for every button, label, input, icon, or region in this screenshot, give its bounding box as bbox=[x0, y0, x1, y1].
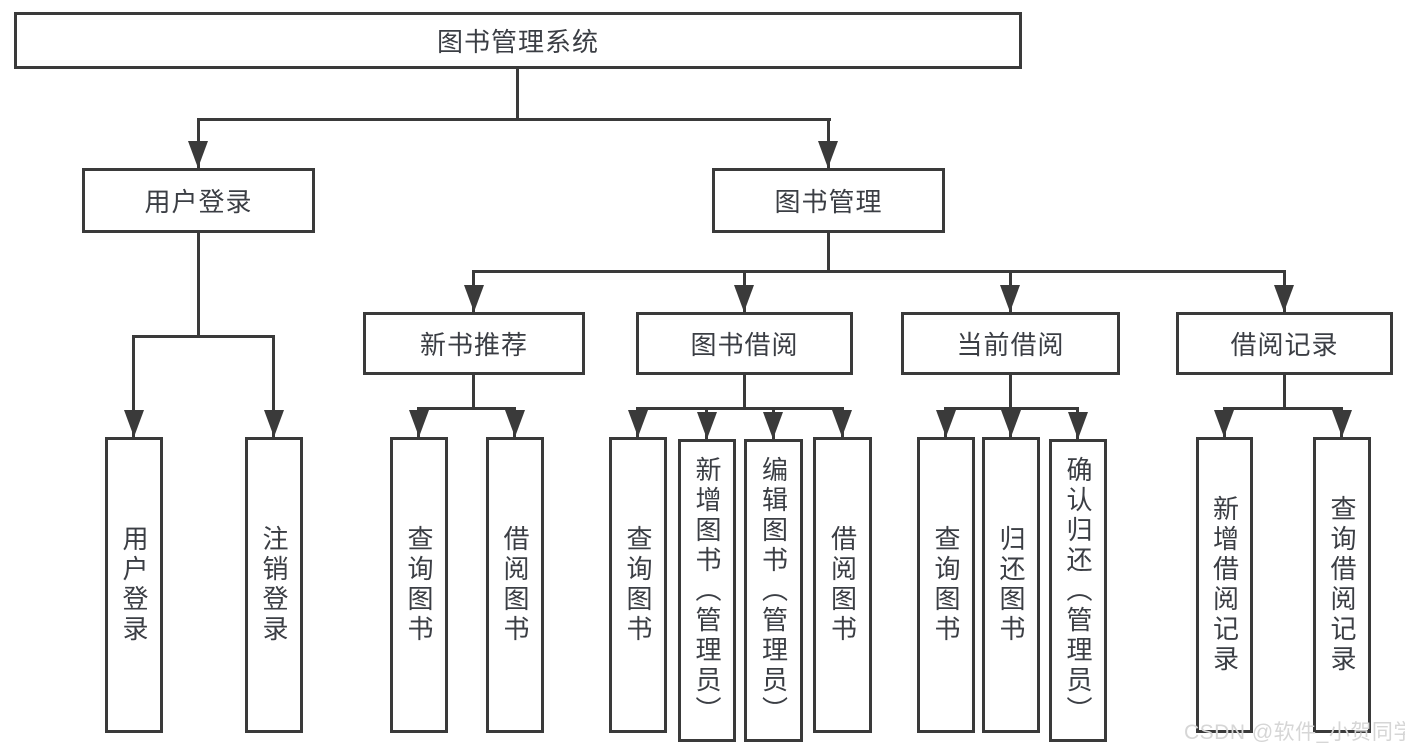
connector-line bbox=[132, 335, 275, 338]
node-root: 图书管理系统 bbox=[14, 12, 1022, 69]
connector-line bbox=[472, 270, 1286, 273]
arrowhead-down bbox=[628, 410, 648, 437]
connector-line bbox=[516, 69, 519, 121]
connector-line bbox=[1223, 407, 1342, 410]
leaf-cb-query-books: 查询图书 bbox=[917, 437, 975, 733]
leaf-nb-query-books: 查询图书 bbox=[390, 437, 448, 733]
arrowhead-down bbox=[1274, 285, 1294, 312]
arrowhead-down bbox=[818, 141, 838, 168]
leaf-br-query-record: 查询借阅记录 bbox=[1313, 437, 1371, 733]
node-user-login: 用户登录 bbox=[82, 168, 315, 233]
connector-line bbox=[417, 407, 516, 410]
connector-line bbox=[1283, 375, 1286, 407]
leaf-user-login: 用户登录 bbox=[105, 437, 163, 733]
connector-line bbox=[743, 375, 746, 407]
arrowhead-down bbox=[936, 410, 956, 437]
arrowhead-down bbox=[1068, 412, 1088, 439]
connector-line bbox=[472, 375, 475, 407]
arrowhead-down bbox=[124, 410, 144, 437]
arrowhead-down bbox=[188, 141, 208, 168]
connector-line bbox=[197, 118, 831, 121]
connector-line bbox=[1009, 375, 1012, 407]
leaf-cb-confirm-return-admin: 确认归还（管理员） bbox=[1049, 439, 1107, 742]
node-borrowing-records: 借阅记录 bbox=[1176, 312, 1393, 375]
arrowhead-down bbox=[697, 412, 717, 439]
arrowhead-down bbox=[505, 410, 525, 437]
connector-line bbox=[272, 335, 275, 437]
leaf-cb-return-books: 归还图书 bbox=[982, 437, 1040, 733]
node-book-management: 图书管理 bbox=[712, 168, 945, 233]
leaf-logout: 注销登录 bbox=[245, 437, 303, 733]
connector-line bbox=[636, 407, 844, 410]
arrowhead-down bbox=[1332, 410, 1352, 437]
leaf-bb-borrow-books: 借阅图书 bbox=[813, 437, 872, 733]
arrowhead-down bbox=[1214, 410, 1234, 437]
arrowhead-down bbox=[409, 410, 429, 437]
arrowhead-down bbox=[1000, 285, 1020, 312]
node-current-borrowing: 当前借阅 bbox=[901, 312, 1120, 375]
connector-line bbox=[132, 335, 135, 437]
leaf-bb-add-books-admin: 新增图书（管理员） bbox=[678, 439, 736, 742]
csdn-watermark: CSDN @软件_小贺同学 bbox=[1184, 721, 1405, 744]
leaf-br-add-record: 新增借阅记录 bbox=[1196, 437, 1253, 733]
leaf-bb-query-books: 查询图书 bbox=[609, 437, 667, 733]
node-new-book-recommend: 新书推荐 bbox=[363, 312, 585, 375]
arrowhead-down bbox=[264, 410, 284, 437]
arrowhead-down bbox=[734, 285, 754, 312]
arrowhead-down bbox=[832, 410, 852, 437]
arrowhead-down bbox=[763, 412, 783, 439]
connector-line bbox=[197, 233, 200, 335]
connector-line bbox=[827, 233, 830, 273]
node-book-borrowing: 图书借阅 bbox=[636, 312, 853, 375]
leaf-bb-edit-books-admin: 编辑图书（管理员） bbox=[744, 439, 803, 742]
arrowhead-down bbox=[1001, 410, 1021, 437]
leaf-nb-borrow-books: 借阅图书 bbox=[486, 437, 544, 733]
arrowhead-down bbox=[464, 285, 484, 312]
